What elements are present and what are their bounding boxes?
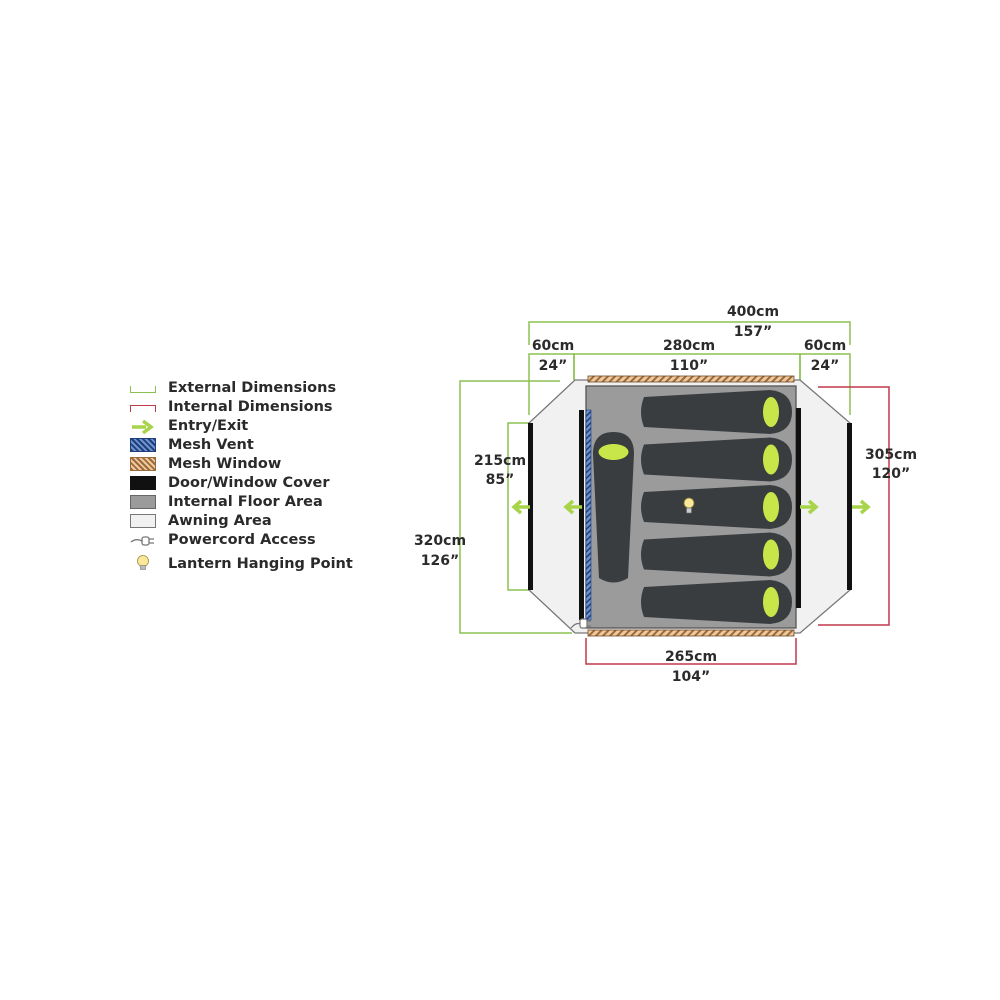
sleeping-bag [641,390,792,434]
sleeping-bag-hood [763,539,779,570]
mesh-vent-swatch-icon [130,437,156,452]
legend-item-powercord-access: Powercord Access [130,530,390,549]
entry-exit-arrows [511,499,871,515]
legend-item-mesh-vent: Mesh Vent [130,435,390,454]
legend-label: Mesh Vent [168,436,254,453]
inner-width-cm: 280cm [663,338,715,354]
left-awning-cm: 60cm [532,338,574,354]
mesh-window-swatch-icon [130,456,156,471]
legend-label: Awning Area [168,512,272,529]
legend-label: Internal Dimensions [168,398,333,415]
floor-width-in: 104” [672,669,710,685]
legend-item-internal-dimensions: Internal Dimensions [130,397,390,416]
door-cover-swatch-icon [130,475,156,490]
lightbulb-icon [130,554,156,571]
right-height-bracket [818,386,890,626]
entry-arrow-icon [130,419,156,434]
sleeping-bag-hood [763,397,779,427]
legend-item-entry-exit: Entry/Exit [130,416,390,435]
total-width-cm: 400cm [727,304,779,320]
sleeping-bag-hood [763,444,779,475]
right-awning-in: 24” [811,358,840,374]
sleeping-bag-hood [763,492,779,522]
door-cover-inner-left [579,410,584,620]
door-height-bracket [507,422,529,591]
entry-arrow-icon [800,499,819,515]
door-cover-inner-right [796,408,801,608]
legend-item-internal-floor-area: Internal Floor Area [130,492,390,511]
sleeping-bag [593,432,634,583]
sleeping-bag-hood [598,444,629,460]
sleeping-bag [641,485,792,529]
total-height-in: 126” [421,553,459,569]
right-awning-cm: 60cm [804,338,846,354]
internal-dimension-bracket-icon [130,405,156,412]
sleeping-bags [593,390,792,624]
legend-label: Internal Floor Area [168,493,323,510]
sleeping-bag [641,437,792,482]
total-width-in: 157” [734,324,772,340]
legend-item-mesh-window: Mesh Window [130,454,390,473]
legend-item-lantern-hanging-point: Lantern Hanging Point [130,554,390,573]
legend-label: Mesh Window [168,455,282,472]
floor-area-swatch-icon [130,494,156,509]
powercord-icon [570,618,591,629]
inner-width-in: 110” [670,358,708,374]
entry-arrow-icon [852,499,871,515]
total-height-cm: 320cm [414,533,466,549]
legend-label: Entry/Exit [168,417,249,434]
awning-area-swatch-icon [130,513,156,528]
right-height-in: 120” [872,466,910,482]
legend-item-external-dimensions: External Dimensions [130,378,390,397]
legend-label: External Dimensions [168,379,337,396]
sleeping-bag [641,580,792,624]
entry-arrow-icon [563,499,582,515]
door-height-cm: 215cm [474,453,526,469]
total-width-bracket [528,321,851,345]
door-cover-outer-right [847,423,852,590]
mesh-vent-left [585,409,592,621]
floor-width-bracket [585,638,797,665]
floor-width-cm: 265cm [665,649,717,665]
legend-label: Door/Window Cover [168,474,330,491]
internal-dimension-lines [585,386,890,665]
door-cover-outer-left [528,423,533,590]
legend-label: Lantern Hanging Point [168,555,353,572]
total-height-bracket [459,380,572,634]
left-awning-in: 24” [539,358,568,374]
right-height-cm: 305cm [865,447,917,463]
legend: External Dimensions Internal Dimensions … [130,378,390,573]
mesh-window-bottom [587,629,795,637]
entry-arrow-icon [511,499,530,515]
powercord-icon [130,533,156,547]
door-height-in: 85” [486,472,515,488]
legend-item-door-window-cover: Door/Window Cover [130,473,390,492]
right-awning-bracket [799,353,851,415]
legend-label: Powercord Access [168,531,316,548]
legend-item-awning-area: Awning Area [130,511,390,530]
sleeping-bag [641,532,792,577]
external-dimension-bracket-icon [130,386,156,393]
sleeping-bag-hood [763,587,779,617]
external-dimension-lines [459,321,851,634]
lightbulb-icon [683,497,695,514]
mesh-window-top [587,375,795,383]
